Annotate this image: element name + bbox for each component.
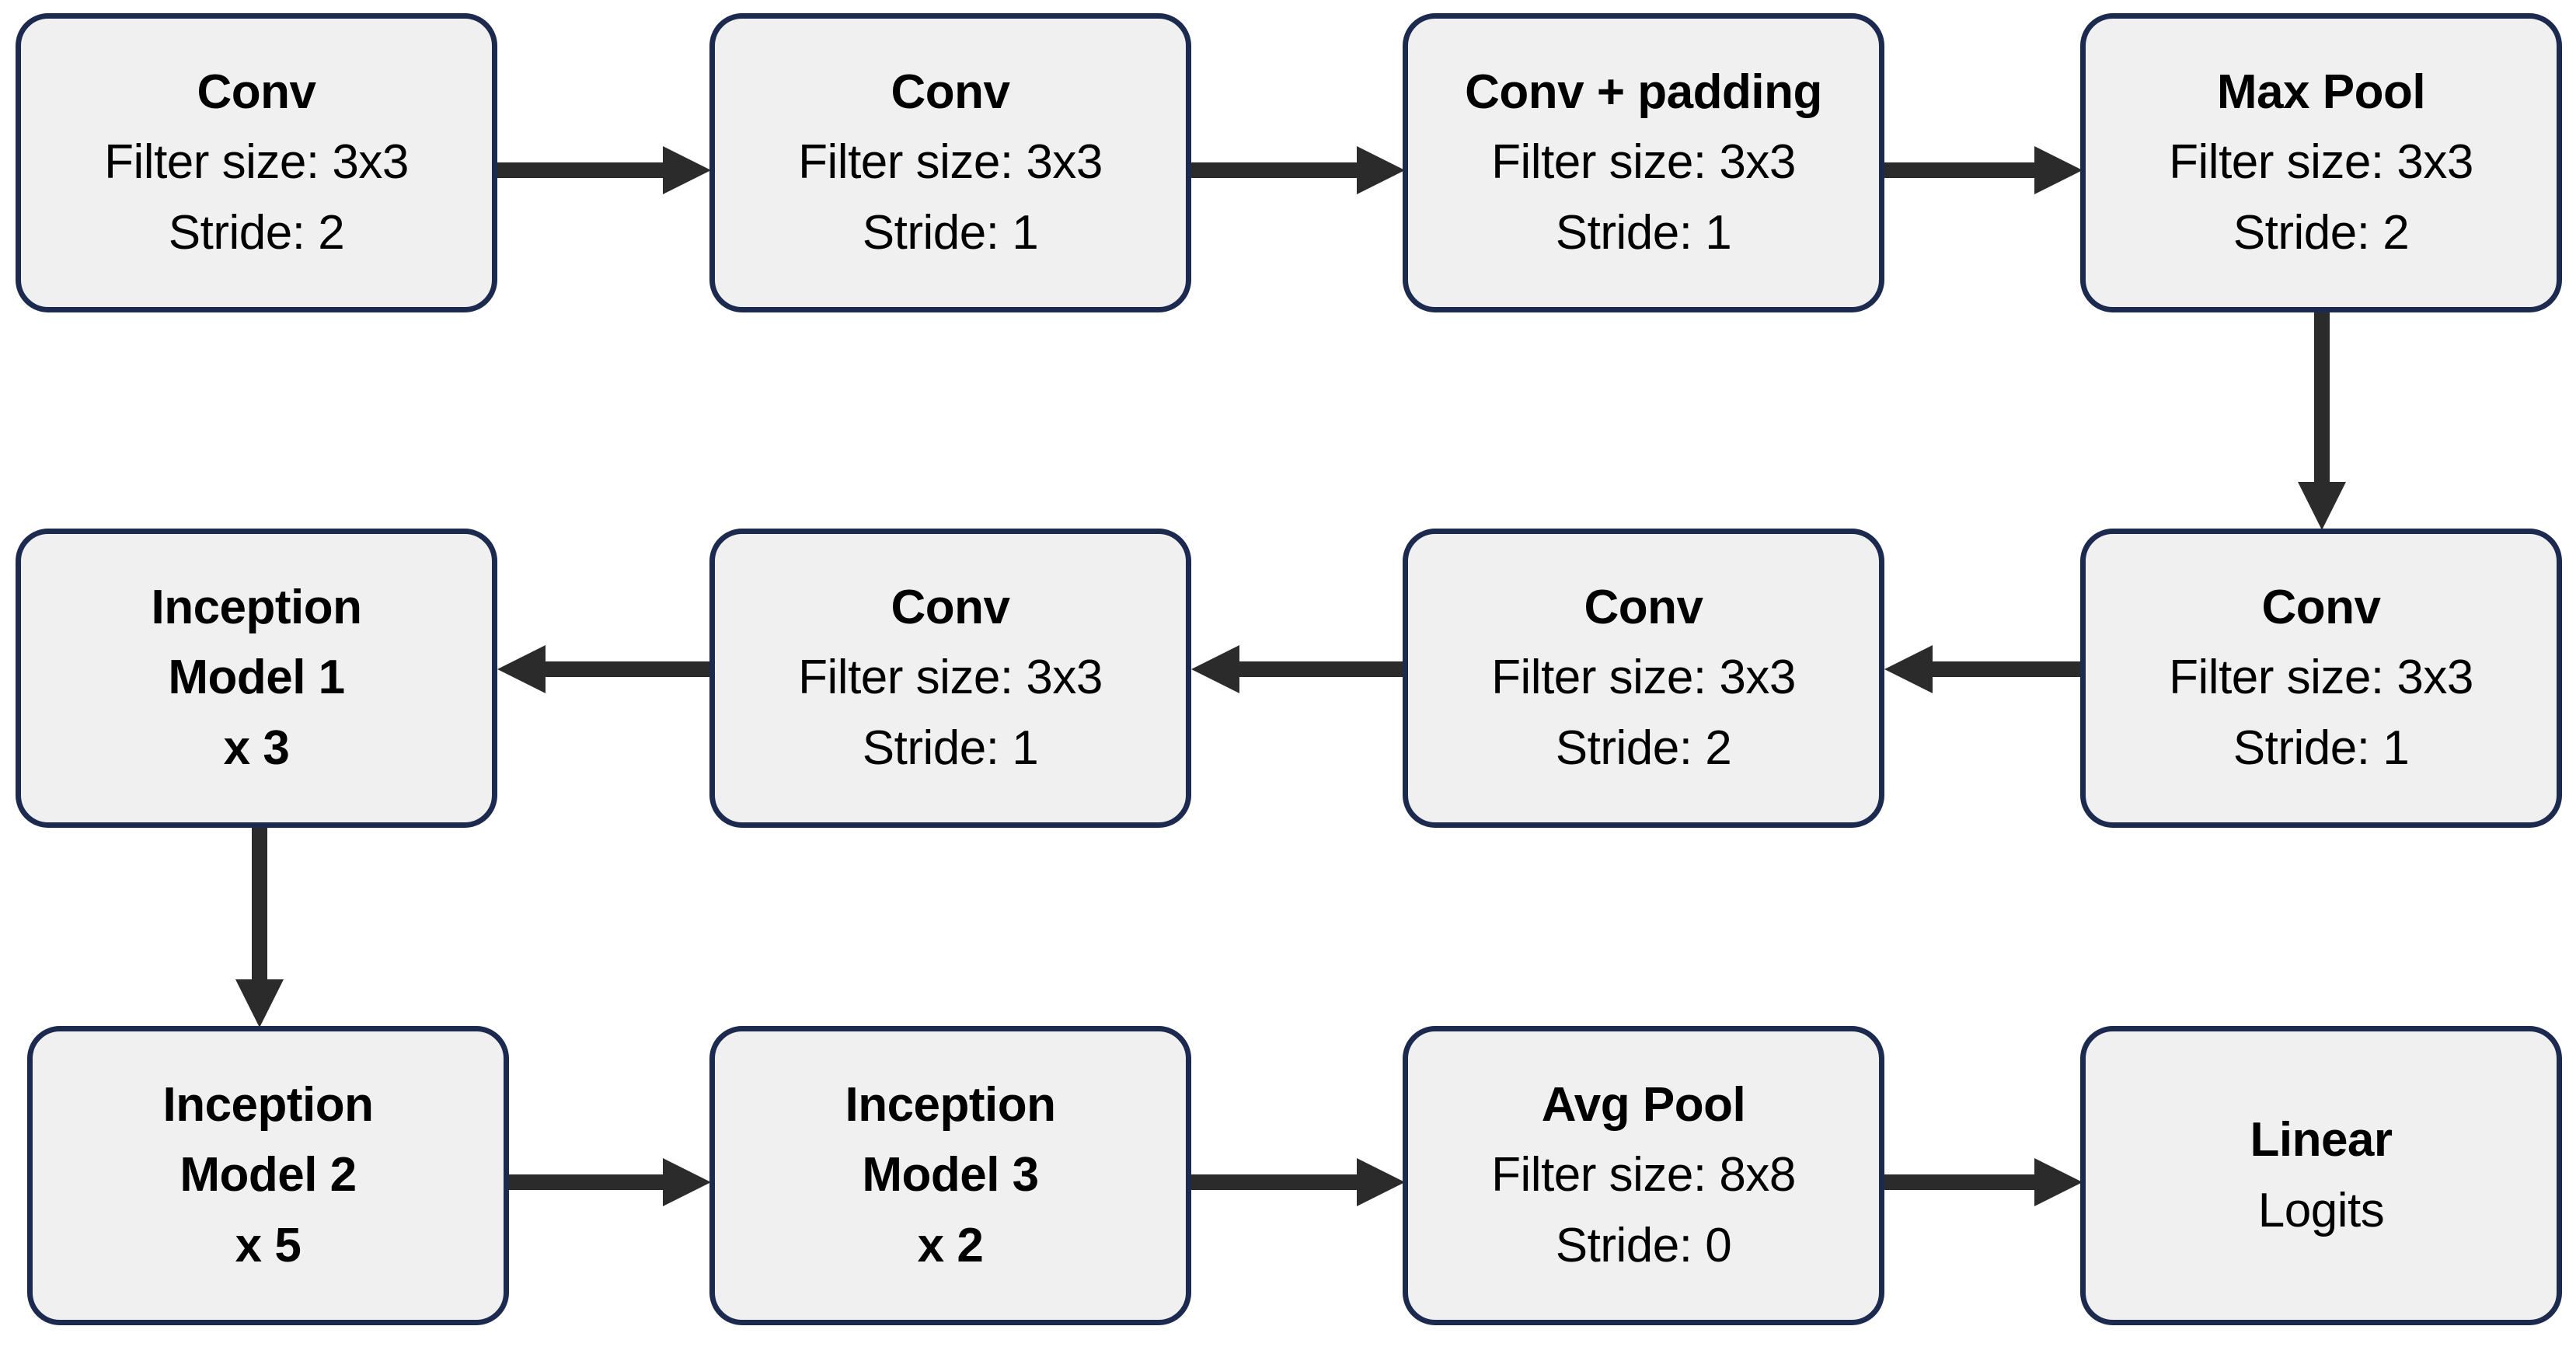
node-detail-line: Model 3 [862,1148,1039,1202]
arrow-conv2-to-convpadding [1191,146,1405,194]
arrow-conv6-to-conv7 [1191,645,1405,693]
arrow-shape [235,825,284,1028]
node-detail-line: Logits [2257,1183,2385,1237]
node-title: Linear [2250,1112,2393,1167]
arrow-shape [1884,645,2083,693]
arrow-conv7-to-inception1 [497,645,712,693]
node-detail-line: Stride: 2 [1555,721,1732,775]
node-detail-line: Stride: 1 [2233,721,2410,775]
node-detail-line: Filter size: 3x3 [1491,651,1796,705]
arrow-avgpool-to-linear [1884,1158,2083,1206]
arrow-shape [2298,311,2346,530]
arrow-inception3-to-avgpool [1191,1158,1405,1206]
node-title: Max Pool [2216,65,2426,119]
arrow-shape [509,1158,711,1206]
arrow-shape [1884,146,2083,194]
node-title: Inception [151,580,362,634]
node-title: Conv [891,580,1011,634]
node-detail-line: Filter size: 3x3 [2169,651,2473,705]
node-detail-line: Stride: 1 [1555,205,1732,260]
arrow-maxpool-to-conv5 [2298,311,2346,530]
node-detail-line: Filter size: 8x8 [1491,1148,1796,1202]
node-detail-line: Filter size: 3x3 [798,651,1103,705]
node-title: Inception [162,1077,374,1132]
node-title: Avg Pool [1541,1077,1746,1132]
arrow-shape [497,146,711,194]
node-title: Conv + padding [1465,65,1822,119]
node-detail-line: Stride: 1 [862,721,1039,775]
node-detail-line: Stride: 0 [1555,1218,1732,1272]
node-detail-line: Model 1 [168,651,345,705]
node-title: Conv [2261,580,2382,634]
arrow-shape [497,645,712,693]
node-detail-line: Filter size: 3x3 [1491,135,1796,190]
node-detail-line: x 5 [235,1218,302,1272]
arrow-conv5-to-conv6 [1884,645,2083,693]
node-detail-line: x 2 [917,1218,984,1272]
node-detail-line: Filter size: 3x3 [2169,135,2473,190]
node-title: Inception [845,1077,1056,1132]
node-detail-line: Filter size: 3x3 [104,135,409,190]
arrow-inception1-to-inception2 [235,825,284,1028]
node-title: Conv [891,65,1011,119]
node-detail-line: Model 2 [180,1148,357,1202]
arrow-shape [1884,1158,2083,1206]
arrow-conv1-to-conv2 [497,146,711,194]
arrow-convpadding-to-maxpool [1884,146,2083,194]
node-detail-line: Stride: 1 [862,205,1039,260]
node-detail-line: Stride: 2 [2233,205,2410,260]
node-detail-line: Stride: 2 [168,205,345,260]
node-detail-line: Filter size: 3x3 [798,135,1103,190]
node-title: Conv [1584,580,1704,634]
node-detail-line: x 3 [223,721,290,775]
node-title: Conv [197,65,317,119]
arrow-inception2-to-inception3 [509,1158,711,1206]
arrow-shape [1191,146,1405,194]
arrow-shape [1191,1158,1405,1206]
arrow-shape [1191,645,1405,693]
